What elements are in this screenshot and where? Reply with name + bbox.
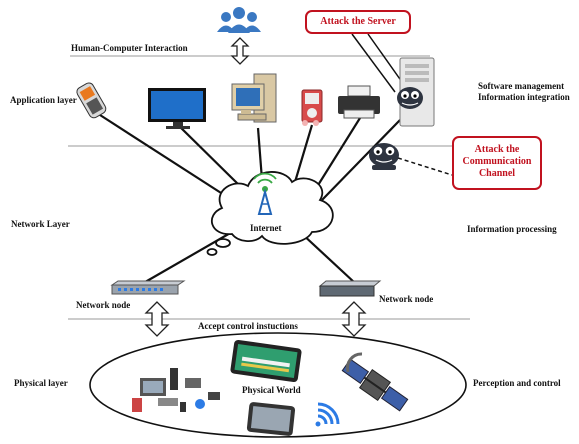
attack-server-text: Attack the Server — [320, 16, 396, 27]
desktop-computer-icon — [231, 73, 277, 123]
right-node-double-arrow-icon — [341, 301, 367, 337]
smartphone-icon — [246, 402, 296, 436]
attack-server-pointer-1 — [351, 33, 396, 93]
users-icon — [217, 7, 261, 33]
attack-channel-line-1: Attack the — [474, 144, 520, 155]
physical-world-label: Physical World — [242, 385, 301, 395]
network-node-left-switch-icon — [110, 280, 186, 295]
internet-antenna-icon — [253, 172, 277, 215]
internet-cloud-icon — [206, 171, 334, 256]
network-node-right-label: Network node — [379, 294, 434, 304]
network-node-left-label: Network node — [76, 300, 131, 310]
server-attacker-icon — [397, 87, 423, 109]
connection-lines — [99, 114, 401, 286]
left-node-double-arrow-icon — [144, 301, 170, 337]
attack-channel-callout: Attack the Communication Channel — [452, 136, 542, 190]
smart-home-devices-icon — [132, 368, 220, 412]
tablet-icon — [230, 339, 302, 383]
information-processing-label: Information processing — [467, 224, 557, 234]
channel-attacker-icon — [369, 143, 399, 170]
hci-double-arrow-icon — [230, 37, 250, 65]
hci-label: Human-Computer Interaction — [71, 43, 188, 53]
printer-icon — [338, 85, 380, 119]
information-integration-label: Information integration — [478, 92, 570, 102]
satellite-icon — [341, 352, 409, 412]
accept-control-label: Accept control instuctions — [198, 321, 298, 331]
internet-label: Internet — [250, 223, 282, 233]
attack-channel-dash — [397, 157, 453, 176]
wifi-icon — [315, 402, 340, 427]
mobile-phone-icon — [76, 82, 107, 119]
attack-server-pointer-2 — [367, 33, 403, 83]
attack-channel-line-2: Communication — [462, 156, 532, 167]
network-layer-label: Network Layer — [11, 219, 70, 229]
attack-server-callout: Attack the Server — [305, 10, 411, 34]
perception-control-label: Perception and control — [473, 378, 561, 388]
physical-layer-label: Physical layer — [14, 378, 68, 388]
mp3-player-icon — [301, 89, 323, 126]
software-management-label: Software management — [478, 81, 565, 91]
network-node-right-switch-icon — [318, 280, 382, 297]
attack-channel-line-3: Channel — [478, 168, 516, 179]
application-layer-label: Application layer — [10, 95, 77, 105]
monitor-icon — [148, 88, 206, 129]
